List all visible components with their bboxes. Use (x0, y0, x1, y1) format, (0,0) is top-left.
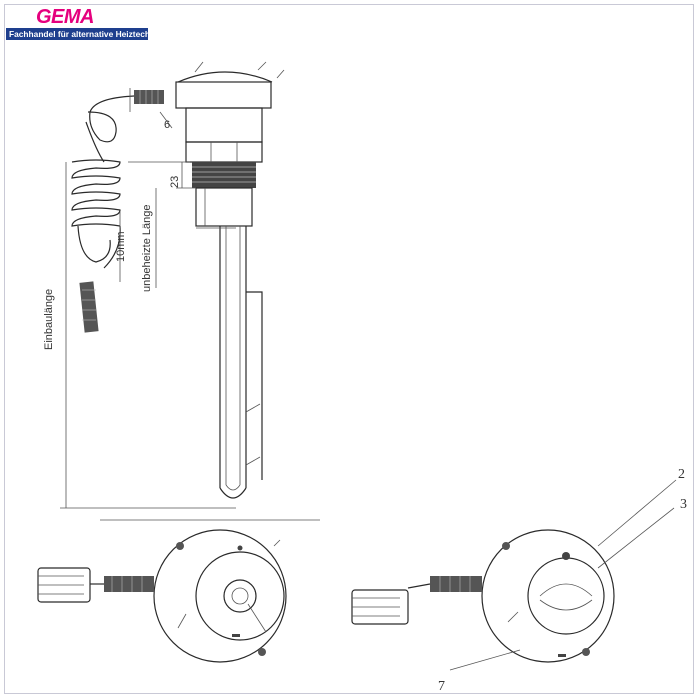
brand-logo: GEMA (36, 6, 95, 28)
top-view-left (37, 529, 287, 663)
top-view-right (351, 479, 677, 671)
dim-einbaulaenge: Einbaulänge (43, 289, 55, 350)
dim-unbeheizte-laenge: unbeheizte Länge (141, 205, 153, 292)
heating-element (219, 226, 263, 499)
dimension-lines (60, 88, 320, 521)
heater-head (175, 61, 285, 227)
image-frame (4, 4, 694, 694)
callout-7: 7 (438, 679, 445, 694)
callout-3: 3 (680, 497, 687, 512)
callout-2: 2 (678, 467, 685, 482)
dim-23: 23 (169, 176, 181, 188)
dim-6: 6 (164, 119, 170, 131)
power-cable (71, 90, 164, 333)
brand-tagline: Fachhandel für alternative Heiztechnik (6, 28, 162, 40)
brand-logo-block: GEMA Fachhandel für alternative Heiztech… (6, 6, 162, 40)
dim-10mm: 10mm (115, 231, 127, 262)
